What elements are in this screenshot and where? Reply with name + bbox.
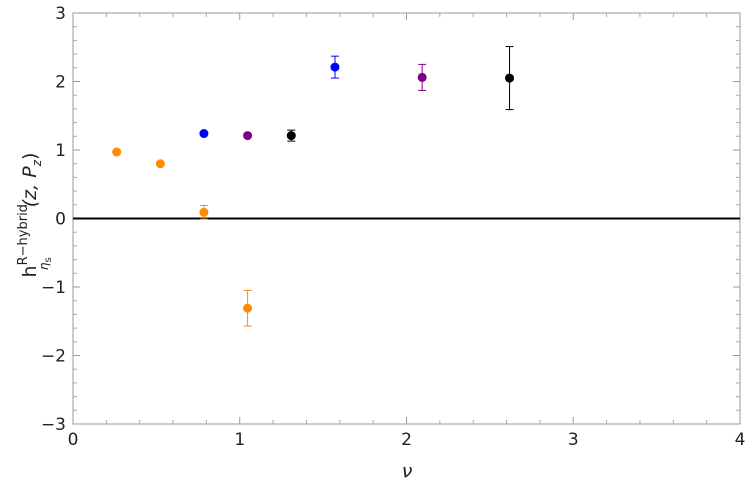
y-label-subscript: η xyxy=(37,262,51,270)
data-point xyxy=(417,72,427,82)
series-2 xyxy=(199,55,340,139)
y-tick-label: 0 xyxy=(55,210,66,230)
y-tick-label: 2 xyxy=(55,73,66,93)
data-point xyxy=(505,73,515,83)
y-tick-label: 3 xyxy=(55,4,66,24)
y-tick-label: −1 xyxy=(41,278,66,298)
series-4 xyxy=(286,46,515,142)
x-axis-label: ν xyxy=(402,460,413,482)
data-point xyxy=(330,62,340,72)
data-point xyxy=(243,131,253,141)
data-point xyxy=(199,129,209,139)
y-label-args-end: ) xyxy=(19,153,41,160)
y-label-base: h xyxy=(19,265,41,277)
x-tick-label: 4 xyxy=(735,430,746,450)
y-label-superscript: R−hybrid xyxy=(16,204,31,265)
data-point xyxy=(155,159,165,169)
y-tick-label: −2 xyxy=(41,347,66,367)
x-tick-label: 2 xyxy=(401,430,412,450)
x-tick-label: 0 xyxy=(68,430,79,450)
svg-text:hR−hybridηs(z, Pz): hR−hybrid ηs (z, Pz) xyxy=(16,153,54,278)
data-point xyxy=(243,303,253,313)
data-points xyxy=(112,46,515,327)
y-label-args-subscript: z xyxy=(30,159,44,167)
series-3 xyxy=(243,63,427,141)
data-point xyxy=(112,147,122,157)
y-label-args: (z, P xyxy=(19,166,41,207)
x-tick-label: 3 xyxy=(568,430,579,450)
y-tick-label: 1 xyxy=(55,141,66,161)
x-tick-label: 1 xyxy=(234,430,245,450)
data-point xyxy=(199,207,209,217)
y-axis-label: hR−hybrid ηs (z, Pz) xyxy=(16,153,54,278)
tick-labels: 0 1 2 3 4 −3 −2 −1 0 1 2 3 xyxy=(41,4,745,450)
y-label-subsubscript: s xyxy=(43,257,54,262)
data-point xyxy=(286,131,296,141)
series-1 xyxy=(112,147,253,327)
y-tick-label: −3 xyxy=(41,415,66,435)
